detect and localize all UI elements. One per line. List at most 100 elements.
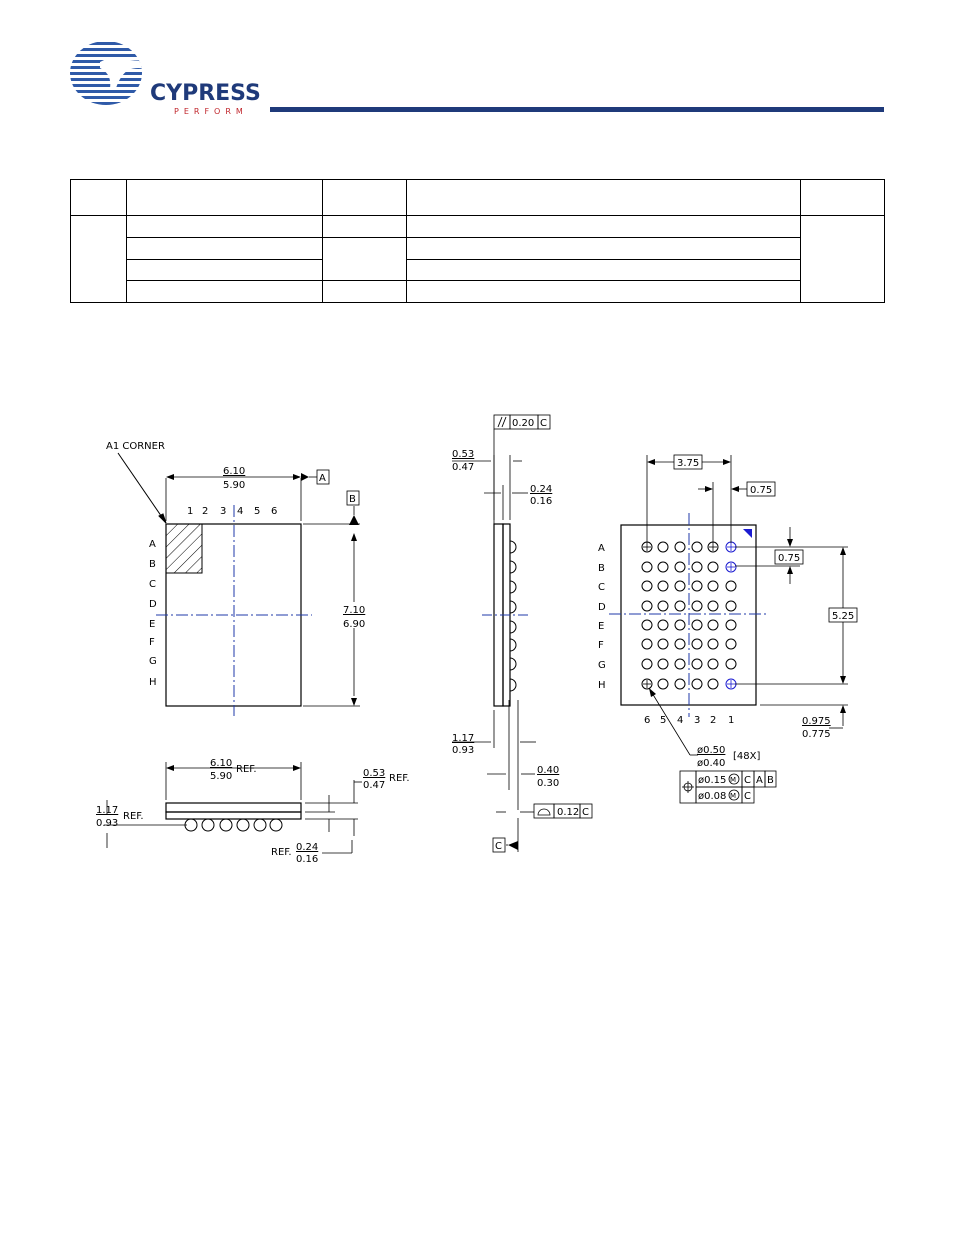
table-cell [126,236,323,260]
top-col-label: 6 [271,506,277,517]
pos-tol-2: ø0.08 [698,791,726,802]
top-col-label: 1 [187,506,193,517]
side-solder-ball [509,657,517,671]
a1-leader-line [117,452,167,524]
bottom-solder-ball [691,561,703,573]
front-sub-ref: REF. [389,773,410,784]
bottom-solder-ball [674,619,686,631]
bottom-solder-ball [707,678,719,690]
bottom-offset-max: 0.975 [802,716,831,727]
front-ball-ref: REF. [271,847,292,858]
bottom-col-label: 6 [644,715,650,726]
table-cell [406,236,801,260]
page-header: CYPRESS PERFORM [0,0,954,130]
top-width-max: 6.10 [223,466,245,477]
bottom-solder-ball [674,678,686,690]
a1-leader-arrow [158,513,167,524]
table-cell [322,280,407,303]
bottom-solder-ball [707,638,719,650]
front-height-ref: REF. [123,811,144,822]
bottom-solder-ball [641,658,653,670]
table-row [71,258,885,282]
table-row [71,280,885,303]
top-col-label: 3 [220,506,226,517]
side-t2-min: 0.16 [530,496,552,507]
ball-dia-max: ø0.50 [697,745,725,756]
bottom-offset-min: 0.775 [802,729,831,740]
table-cell [322,215,407,238]
front-sub-max: 0.53 [363,768,385,779]
front-solder-ball [219,818,233,832]
bottom-col-label: 3 [694,715,700,726]
table-cell [406,280,801,303]
bottom-col-label: 5 [660,715,666,726]
top-row-label: B [149,559,156,570]
table-cell [406,258,801,282]
table-cell [126,215,323,238]
bottom-solder-ball [641,638,653,650]
bottom-solder-ball [641,678,653,690]
bottom-solder-ball [725,561,737,573]
logo-wordmark: CYPRESS [150,81,261,106]
logo-tagline: PERFORM [174,107,248,116]
side-solder-ball [509,580,517,594]
pin-one-marker-icon [743,529,752,538]
bottom-solder-ball [691,638,703,650]
bottom-row-label: G [598,660,606,671]
side-coplanarity: 0.12 [557,807,579,818]
front-solder-ball [201,818,215,832]
table-header-cell [406,179,801,216]
datum-b-box [346,490,360,506]
bottom-solder-ball [691,600,703,612]
bottom-solder-ball [691,619,703,631]
side-view: 0.20 C 0.53 0.47 0.24 0.16 1.17 0.93 0.4… [452,414,593,853]
globe-icon [70,41,142,105]
bottom-solder-ball [641,619,653,631]
bottom-row-label: E [598,621,604,632]
bottom-solder-ball [674,580,686,592]
ball-count: [48X] [733,751,760,762]
side-solder-ball [509,620,517,634]
top-row-label: C [149,579,156,590]
top-row-label: D [149,599,157,610]
bottom-solder-ball [641,561,653,573]
pos-tol-1-datum-b: B [767,775,774,786]
bottom-solder-ball [691,678,703,690]
info-table [70,179,885,303]
bottom-solder-ball [691,541,703,553]
bottom-solder-ball [657,541,669,553]
side-t2-max: 0.24 [530,484,552,495]
table-cell [70,215,127,303]
bottom-solder-ball [725,580,737,592]
side-parallel-tol: 0.20 [512,418,534,429]
top-height-max: 7.10 [343,605,365,616]
table-header-cell [800,179,885,216]
front-solder-ball [253,818,267,832]
side-coplanarity-datum: C [582,807,589,818]
bottom-solder-ball [725,600,737,612]
front-width-ref: REF. [236,764,257,775]
bottom-row-label: C [598,582,605,593]
cypress-logo: CYPRESS PERFORM [70,41,261,116]
table-header-cell [126,179,323,216]
bottom-col-label: 1 [728,715,734,726]
mmc-modifier-1: M [730,776,736,784]
side-solder-ball [509,560,517,574]
front-solder-ball [269,818,283,832]
top-row-label: G [149,656,157,667]
top-col-label: 2 [202,506,208,517]
side-solder-ball [509,600,517,614]
bottom-solder-ball [725,658,737,670]
top-row-label: F [149,637,155,648]
front-view: 6.10 5.90 REF. 1.17 0.93 REF. 0.53 0.47 … [96,758,410,865]
pos-tol-2-datum-c: C [744,791,751,802]
bottom-row-label: B [598,563,605,574]
bottom-solder-ball [707,600,719,612]
top-row-label: E [149,619,155,630]
bottom-col-label: 2 [710,715,716,726]
side-h-min: 0.93 [452,745,474,756]
front-view-substrate [165,802,302,813]
bottom-span-y: 5.25 [832,611,854,622]
